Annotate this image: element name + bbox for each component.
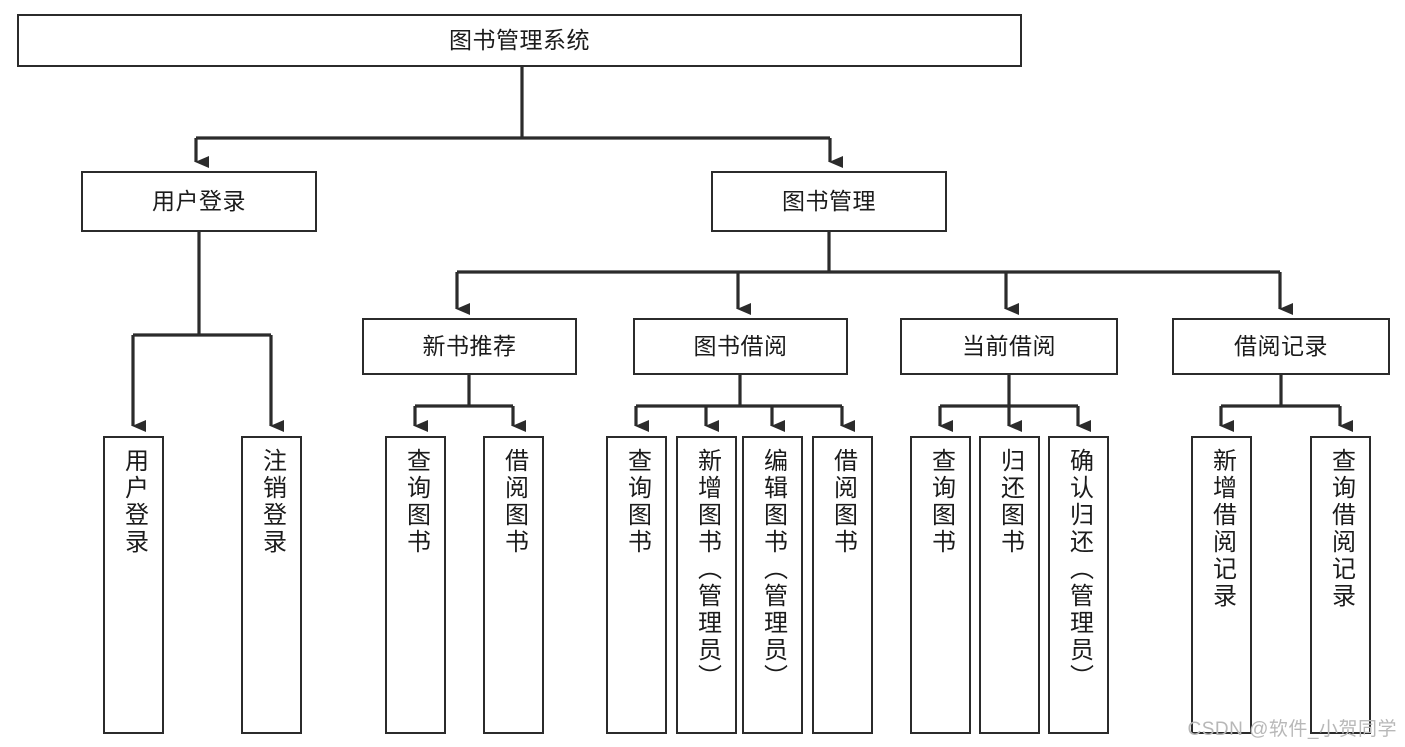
node-leaf-add-record-label: 新增借阅记录	[1208, 448, 1236, 610]
node-leaf-borrow-book-1[interactable]: 借阅图书	[483, 436, 544, 734]
node-book-manage-label: 图书管理	[782, 187, 876, 214]
node-book-borrow-label: 图书借阅	[693, 332, 788, 359]
node-leaf-add-book[interactable]: 新增图书（管理员）	[676, 436, 737, 734]
node-leaf-edit-book-label: 编辑图书（管理员）	[759, 448, 787, 691]
node-leaf-query-book-1-label: 查询图书	[402, 448, 430, 556]
node-leaf-query-record[interactable]: 查询借阅记录	[1310, 436, 1371, 734]
node-leaf-query-book-1[interactable]: 查询图书	[385, 436, 446, 734]
node-user-login[interactable]: 用户登录	[81, 171, 317, 232]
node-leaf-borrow-book-2-label: 借阅图书	[829, 448, 857, 556]
node-leaf-confirm-return[interactable]: 确认归还（管理员）	[1048, 436, 1109, 734]
node-user-login-label: 用户登录	[152, 187, 246, 214]
node-new-book-recommend-label: 新书推荐	[422, 332, 517, 359]
node-leaf-user-login-label: 用户登录	[120, 448, 148, 556]
node-leaf-return-book[interactable]: 归还图书	[979, 436, 1040, 734]
node-current-borrow-label: 当前借阅	[962, 332, 1056, 359]
node-new-book-recommend[interactable]: 新书推荐	[362, 318, 577, 375]
node-leaf-borrow-book-1-label: 借阅图书	[500, 448, 528, 556]
node-leaf-query-book-2[interactable]: 查询图书	[606, 436, 667, 734]
node-leaf-query-book-3[interactable]: 查询图书	[910, 436, 971, 734]
node-root-system[interactable]: 图书管理系统	[17, 14, 1022, 67]
node-borrow-record-label: 借阅记录	[1234, 332, 1328, 359]
csdn-watermark: CSDN @软件_小贺同学	[1187, 719, 1397, 740]
node-leaf-confirm-return-label: 确认归还（管理员）	[1065, 448, 1093, 691]
node-leaf-query-record-label: 查询借阅记录	[1327, 448, 1355, 610]
node-leaf-query-book-2-label: 查询图书	[623, 448, 651, 556]
node-borrow-record[interactable]: 借阅记录	[1172, 318, 1390, 375]
node-leaf-logout-login[interactable]: 注销登录	[241, 436, 302, 734]
node-root-system-label: 图书管理系统	[449, 26, 590, 53]
node-leaf-edit-book[interactable]: 编辑图书（管理员）	[742, 436, 803, 734]
node-leaf-logout-login-label: 注销登录	[258, 448, 286, 556]
node-leaf-borrow-book-2[interactable]: 借阅图书	[812, 436, 873, 734]
node-book-borrow[interactable]: 图书借阅	[633, 318, 848, 375]
node-leaf-return-book-label: 归还图书	[996, 448, 1024, 556]
node-leaf-user-login[interactable]: 用户登录	[103, 436, 164, 734]
node-book-manage[interactable]: 图书管理	[711, 171, 947, 232]
node-leaf-add-book-label: 新增图书（管理员）	[693, 448, 721, 691]
node-leaf-add-record[interactable]: 新增借阅记录	[1191, 436, 1252, 734]
node-current-borrow[interactable]: 当前借阅	[900, 318, 1118, 375]
node-leaf-query-book-3-label: 查询图书	[927, 448, 955, 556]
